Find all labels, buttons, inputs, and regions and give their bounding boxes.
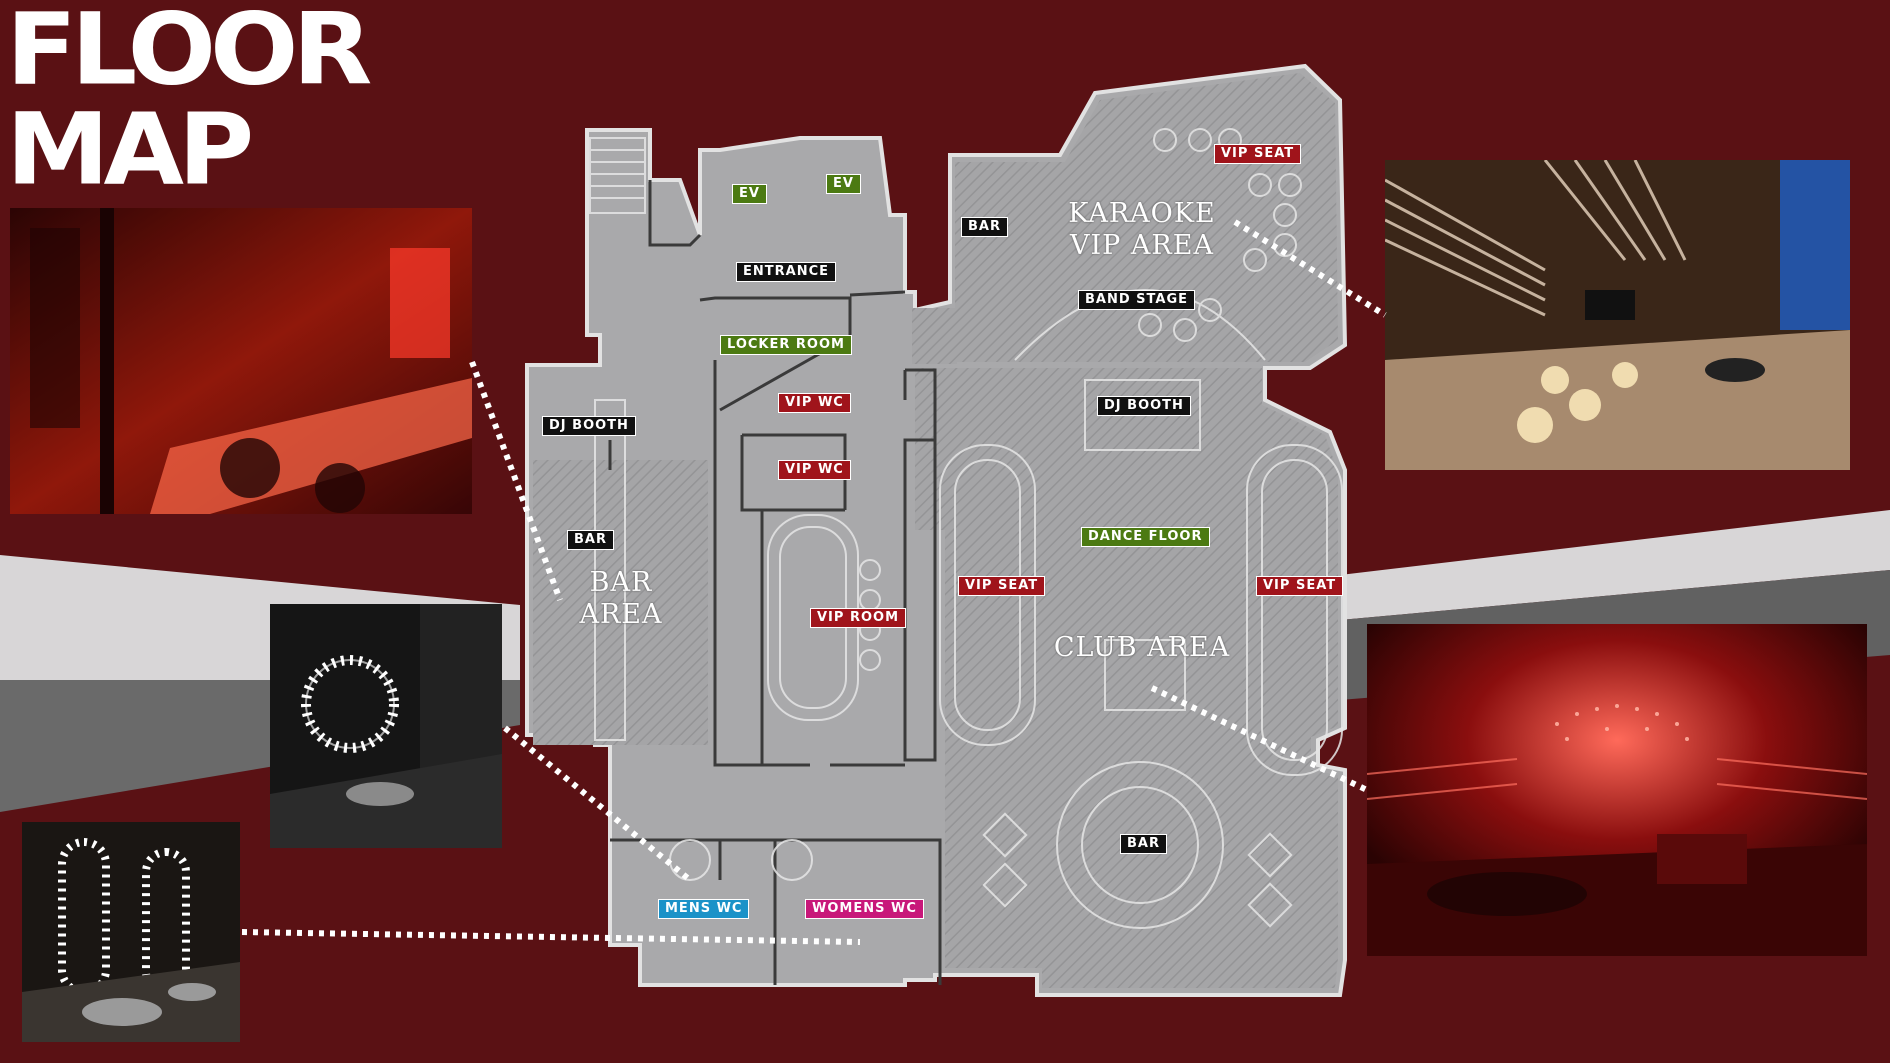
bar-area-photo: [10, 208, 472, 514]
connector-lines: [241, 219, 1387, 945]
interior-walls: [608, 180, 942, 985]
label-bar-club: BAR: [1120, 834, 1167, 854]
label-ev-left: EV: [732, 184, 767, 204]
label-band-stage: BAND STAGE: [1078, 290, 1195, 310]
label-bar-left: BAR: [567, 530, 614, 550]
karaoke-photo: [1385, 160, 1850, 470]
karaoke-area-line2: VIP AREA: [1070, 230, 1214, 261]
title-map: MAP: [6, 91, 254, 208]
label-locker-room: LOCKER ROOM: [720, 335, 852, 355]
club-area-name: CLUB AREA: [1053, 632, 1231, 663]
label-mens-wc: MENS WC: [658, 899, 750, 919]
label-bar-karaoke: BAR: [961, 217, 1008, 237]
label-womens-wc: WOMENS WC: [805, 899, 924, 919]
label-vip-seat-left: VIP SEAT: [958, 576, 1046, 596]
karaoke-area-line1: KARAOKE: [1068, 198, 1216, 229]
bar-area-name: BAR AREA: [566, 567, 676, 631]
label-entrance: ENTRANCE: [736, 262, 836, 282]
label-ev-right: EV: [826, 174, 861, 194]
club-area-photo: [1367, 624, 1867, 956]
label-dj-booth-club: DJ BOOTH: [1097, 396, 1191, 416]
label-vip-room: VIP ROOM: [810, 608, 907, 628]
label-vip-seat-right: VIP SEAT: [1256, 576, 1344, 596]
label-dj-booth-left: DJ BOOTH: [542, 416, 636, 436]
label-dance-floor: DANCE FLOOR: [1081, 527, 1210, 547]
label-vip-wc-2: VIP WC: [778, 460, 851, 480]
bar-area-line1: BAR: [589, 567, 653, 598]
vip-wc-photo: [270, 604, 502, 848]
restroom-photo: [22, 822, 240, 1042]
title-floor: FLOOR: [6, 0, 373, 108]
label-vip-seat-karaoke: VIP SEAT: [1214, 144, 1302, 164]
label-vip-wc-1: VIP WC: [778, 393, 851, 413]
bar-area-line2: AREA: [579, 599, 663, 630]
karaoke-area-name: KARAOKE VIP AREA: [1062, 198, 1222, 262]
